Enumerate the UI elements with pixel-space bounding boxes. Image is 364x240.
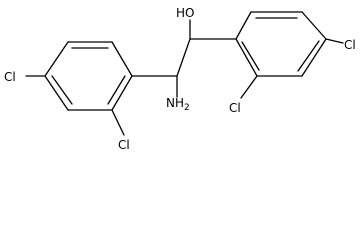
molecule-diagram: HO NH2 Cl Cl Cl Cl (4, 6, 356, 152)
bond-cl-ortho-left (111, 109, 125, 136)
hydroxyl-label: HO (176, 6, 194, 20)
double-bond-inner (51, 75, 73, 105)
chlorine-label-right-para: Cl (344, 38, 356, 52)
bond-cl-ortho-right (240, 75, 258, 99)
chlorine-label-left-para: Cl (4, 70, 16, 84)
amino-label-subscript: 2 (184, 103, 190, 113)
bond-choh-chnh2 (176, 38, 191, 77)
amino-label-main: NH (166, 96, 184, 110)
double-bond-inner (107, 75, 126, 105)
bond (111, 41, 133, 77)
bond (111, 75, 133, 111)
right-aromatic-ring (235, 11, 327, 77)
double-bond-inner (297, 40, 320, 72)
bond (235, 38, 258, 77)
bond (235, 11, 252, 40)
bond (301, 11, 327, 40)
left-aromatic-ring (44, 41, 133, 111)
amino-label: NH2 (166, 96, 190, 113)
chlorine-label-right-ortho: Cl (229, 101, 241, 115)
double-bond-inner (241, 41, 260, 71)
bond (44, 75, 69, 111)
chlorine-label-left-ortho: Cl (118, 138, 130, 152)
structure-drawing: HO NH2 Cl Cl Cl Cl (4, 6, 356, 152)
bond-cl-para-right (325, 38, 344, 44)
bond (44, 41, 69, 77)
bond (301, 38, 327, 77)
